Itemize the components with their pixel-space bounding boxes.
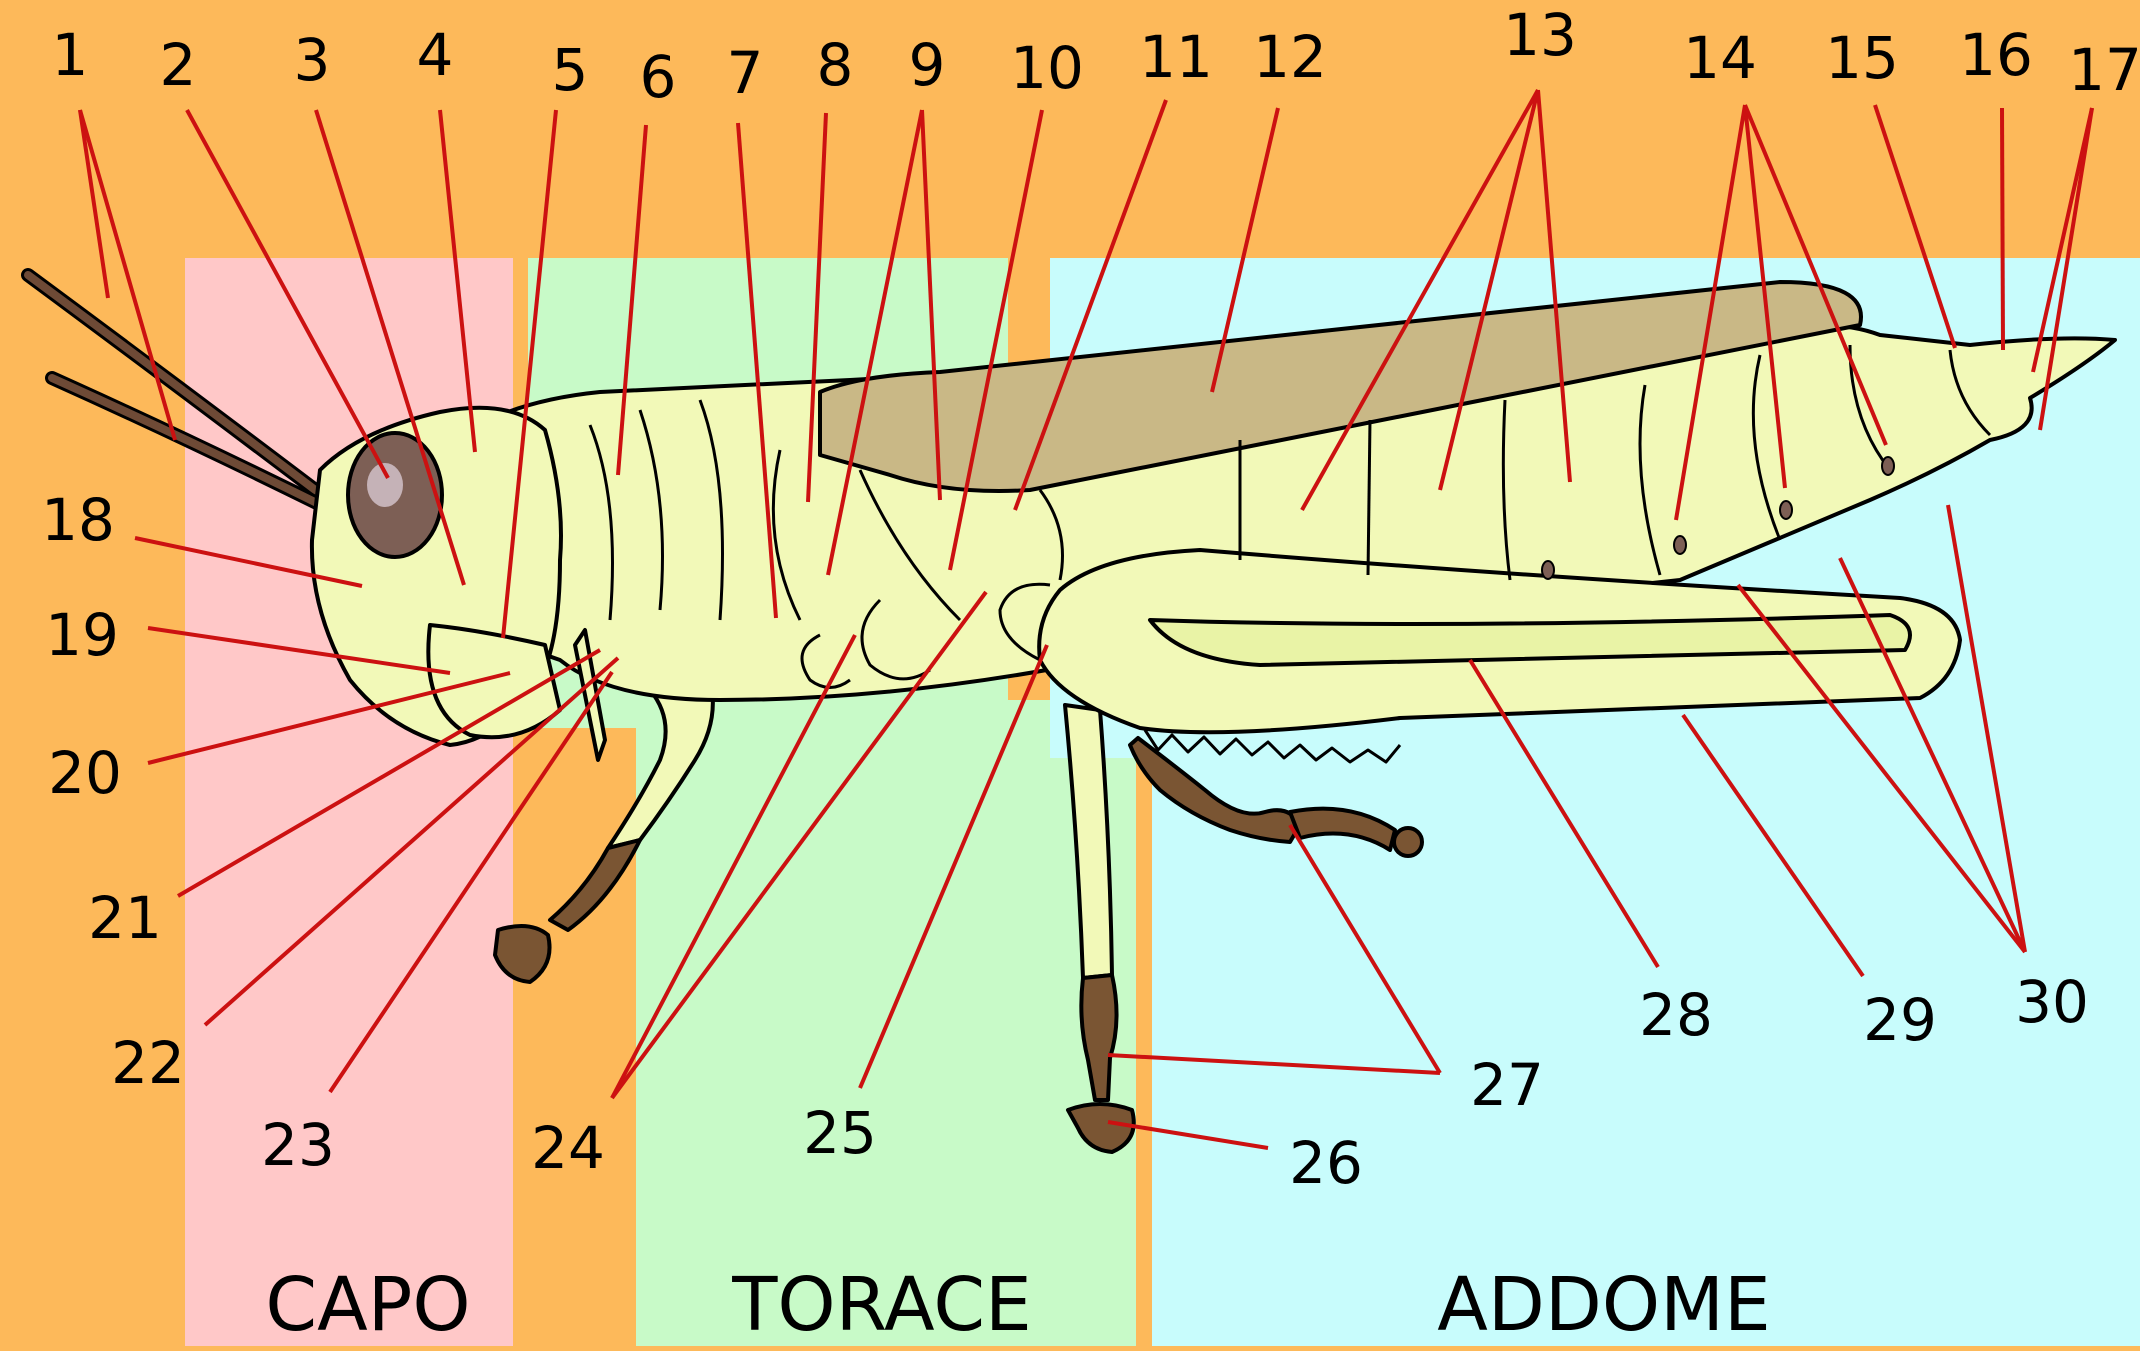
label-23: 23 [261,1111,335,1179]
region-label-abdomen: ADDOME [1437,1262,1770,1346]
label-8: 8 [817,31,854,99]
label-29: 29 [1863,986,1937,1054]
label-25: 25 [803,1099,877,1167]
label-6: 6 [640,43,677,111]
label-2: 2 [160,31,197,99]
label-19: 19 [45,601,119,669]
label-28: 28 [1639,981,1713,1049]
label-21: 21 [88,884,162,952]
label-22: 22 [111,1029,185,1097]
label-16: 16 [1959,21,2033,89]
label-17: 17 [2068,36,2140,104]
label-7: 7 [727,39,764,107]
region-label-head: CAPO [265,1262,470,1346]
label-10: 10 [1010,34,1084,102]
label-30: 30 [2015,968,2089,1036]
label-26: 26 [1289,1129,1363,1197]
label-14: 14 [1683,24,1757,92]
label-12: 12 [1253,23,1327,91]
region-label-thorax: TORACE [731,1262,1032,1346]
label-24: 24 [531,1114,605,1182]
label-15: 15 [1825,24,1899,92]
label-4: 4 [417,21,454,89]
label-9: 9 [909,31,946,99]
label-1: 1 [52,21,89,89]
label-18: 18 [41,486,115,554]
label-3: 3 [294,26,331,94]
label-5: 5 [552,36,589,104]
label-11: 11 [1139,23,1213,91]
label-20: 20 [48,739,122,807]
label-27: 27 [1470,1051,1544,1119]
label-13: 13 [1503,1,1577,69]
